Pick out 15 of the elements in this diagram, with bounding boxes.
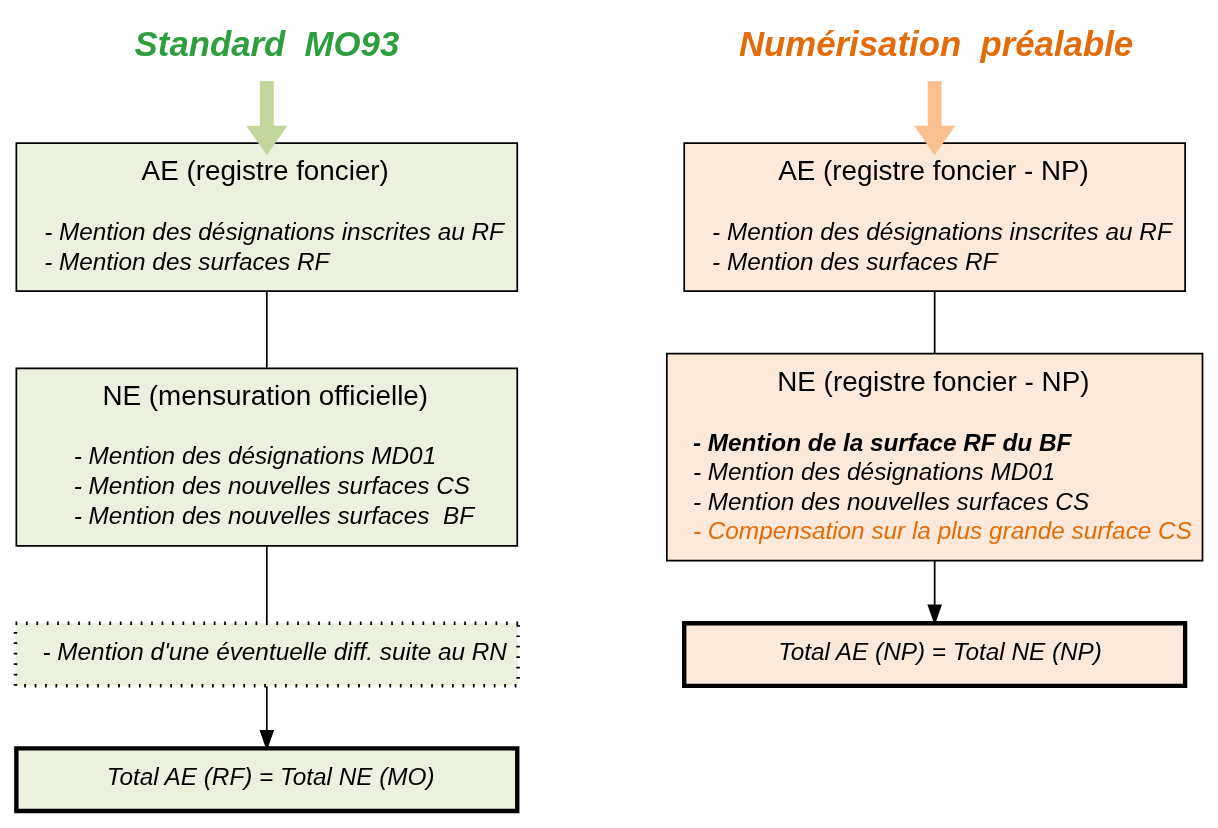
- node-text: Numérisation préalable: [739, 24, 1134, 63]
- node-box: Total AE (NP) = Total NE (NP): [682, 620, 1188, 688]
- node-box: AE (registre foncier - NP) - Mention des désignations inscrites au RF - Mention des surfaces RF: [683, 141, 1186, 292]
- connector: [933, 289, 936, 354]
- arrow: [246, 80, 288, 155]
- node-box: AE (registre foncier) - Mention des désignations inscrites au RF - Mention des surfaces RF: [15, 141, 519, 292]
- arrow: [914, 80, 956, 155]
- connector: [265, 289, 268, 369]
- arrow: [259, 684, 275, 751]
- node-box: NE (mensuration officielle) - Mention des désignations MD01 - Mention des nouvelles surfaces CS - Mention des nouvelles surfaces BF: [15, 367, 519, 547]
- node-box: - Mention d'une éventuelle diff. suite au RN: [13, 620, 520, 688]
- node-box: Total AE (RF) = Total NE (MO): [14, 745, 520, 813]
- connector: [265, 544, 268, 624]
- node-box: NE (registre foncier - NP) - Mention de la surface RF du BF - Mention des désignations MD01 - Mention des nouvelles surfaces CS - Compensation sur la plus grande surface CS: [665, 352, 1204, 561]
- node-text: Standard MO93: [134, 24, 400, 63]
